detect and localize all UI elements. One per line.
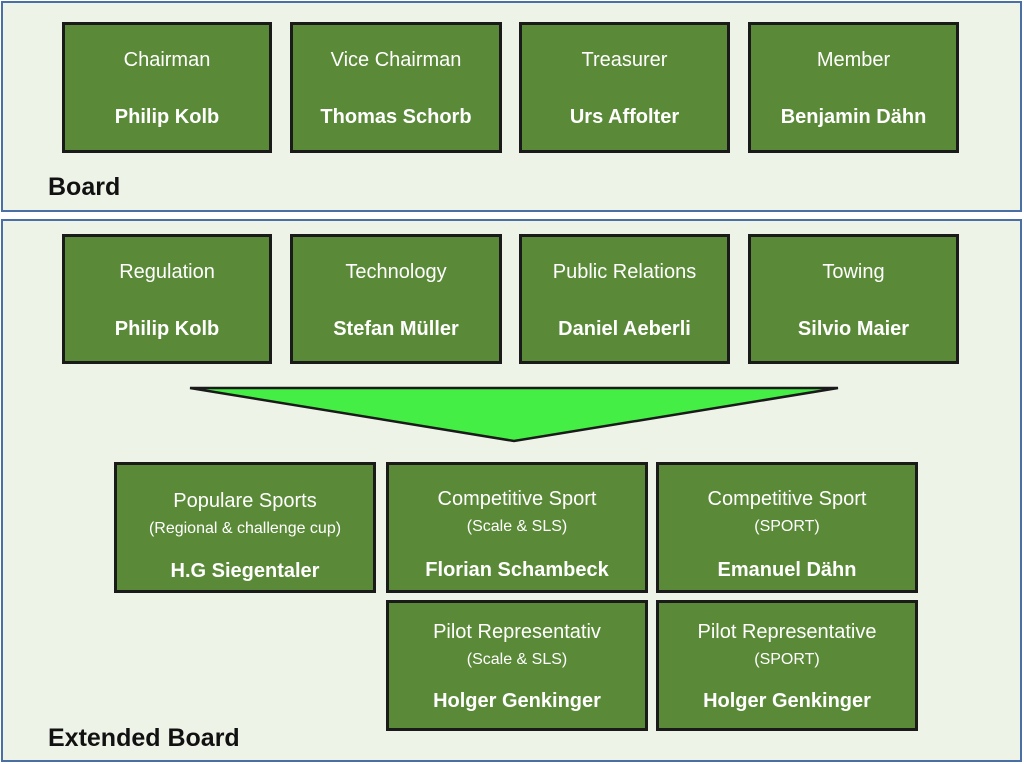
sport-subtitle: (Regional & challenge cup) <box>148 520 342 537</box>
sport-box-pilot-scale: Pilot Representativ (Scale & SLS) Holger… <box>386 600 648 731</box>
sport-title: Competitive Sport <box>707 488 867 510</box>
sport-name: H.G Siegentaler <box>170 560 320 582</box>
role-name: Philip Kolb <box>114 106 220 128</box>
department-name: Stefan Müller <box>333 318 459 340</box>
sport-subtitle: (SPORT) <box>754 651 820 668</box>
department-title: Technology <box>345 261 447 283</box>
arrow-triangle <box>189 386 839 443</box>
sport-title: Populare Sports <box>173 490 317 512</box>
department-name: Philip Kolb <box>114 318 220 340</box>
role-title: Vice Chairman <box>330 49 462 71</box>
sport-box-pilot-sport: Pilot Representative (SPORT) Holger Genk… <box>656 600 918 731</box>
extended-board-label: Extended Board <box>48 724 240 752</box>
role-name: Benjamin Dähn <box>780 106 927 128</box>
department-box-public-relations: Public Relations Daniel Aeberli <box>519 234 730 364</box>
sport-name: Florian Schambeck <box>425 559 609 581</box>
sport-title: Pilot Representative <box>697 621 877 643</box>
sport-box-competitive-sport: Competitive Sport (SPORT) Emanuel Dähn <box>656 462 918 593</box>
role-title: Treasurer <box>581 49 668 71</box>
department-title: Towing <box>822 261 885 283</box>
department-name: Silvio Maier <box>797 318 910 340</box>
sport-box-competitive-scale: Competitive Sport (Scale & SLS) Florian … <box>386 462 648 593</box>
department-title: Public Relations <box>552 261 697 283</box>
role-box-vice-chairman: Vice Chairman Thomas Schorb <box>290 22 502 153</box>
role-name: Thomas Schorb <box>320 106 472 128</box>
sport-subtitle: (Scale & SLS) <box>466 518 568 535</box>
sport-subtitle: (SPORT) <box>754 518 820 535</box>
role-title: Chairman <box>123 49 211 71</box>
sport-box-popular: Populare Sports (Regional & challenge cu… <box>114 462 376 593</box>
sport-subtitle: (Scale & SLS) <box>466 651 568 668</box>
role-box-member: Member Benjamin Dähn <box>748 22 959 153</box>
department-box-towing: Towing Silvio Maier <box>748 234 959 364</box>
sport-name: Holger Genkinger <box>433 690 601 712</box>
board-label: Board <box>48 173 121 201</box>
sport-title: Competitive Sport <box>437 488 597 510</box>
role-box-chairman: Chairman Philip Kolb <box>62 22 272 153</box>
department-name: Daniel Aeberli <box>558 318 691 340</box>
department-box-regulation: Regulation Philip Kolb <box>62 234 272 364</box>
department-box-technology: Technology Stefan Müller <box>290 234 502 364</box>
department-title: Regulation <box>119 261 215 283</box>
role-title: Member <box>816 49 891 71</box>
role-box-treasurer: Treasurer Urs Affolter <box>519 22 730 153</box>
sport-title: Pilot Representativ <box>433 621 601 643</box>
role-name: Urs Affolter <box>569 106 680 128</box>
sport-name: Emanuel Dähn <box>717 559 857 581</box>
sport-name: Holger Genkinger <box>703 690 871 712</box>
